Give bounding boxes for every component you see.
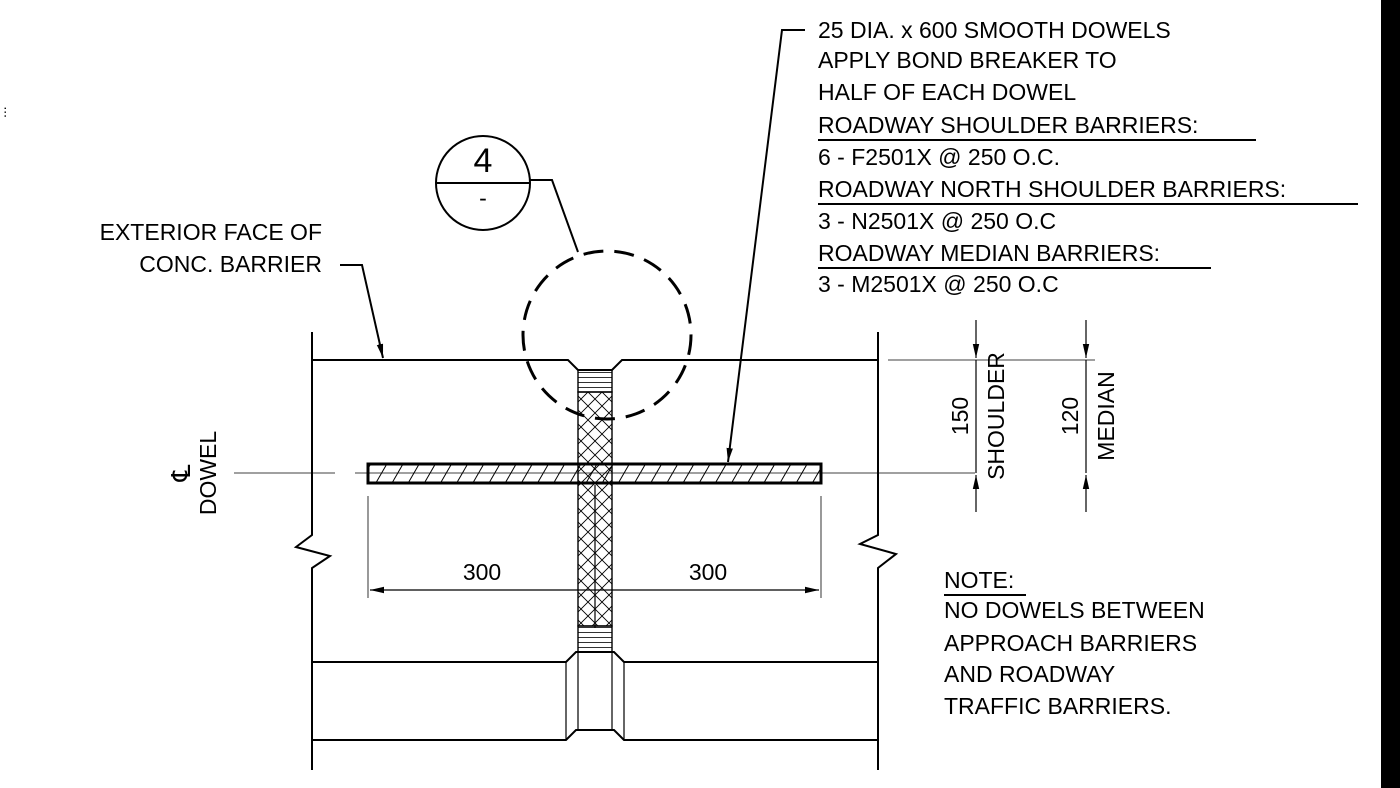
note-heading: NOTE: <box>944 567 1014 593</box>
callout-line-3: HALF OF EACH DOWEL <box>818 79 1076 105</box>
detail-dashed-circle <box>521 249 693 421</box>
shoulder-dim-label: SHOULDER <box>983 352 1009 480</box>
barrier-lower-face-line <box>312 651 878 663</box>
detail-sheet: - <box>479 185 487 211</box>
median-dim-value: 120 <box>1057 397 1083 435</box>
median-barriers-value: 3 - M2501X @ 250 O.C <box>818 271 1059 297</box>
dowel-centerline-label: ℄ DOWEL <box>166 431 221 516</box>
dowel-callout-leader <box>726 29 805 463</box>
note-line-3: AND ROADWAY <box>944 661 1115 687</box>
note-line-4: TRAFFIC BARRIERS. <box>944 693 1171 719</box>
shoulder-barriers-heading: ROADWAY SHOULDER BARRIERS: <box>818 112 1198 138</box>
joint-filler-bottom <box>577 625 613 653</box>
north-shoulder-heading: ROADWAY NORTH SHOULDER BARRIERS: <box>818 176 1286 202</box>
shoulder-dim-value: 150 <box>947 397 973 435</box>
barrier-right-break-line <box>857 332 899 770</box>
exterior-face-callout: EXTERIOR FACE OF CONC. BARRIER <box>100 219 384 359</box>
note-line-2: APPROACH BARRIERS <box>944 630 1197 656</box>
dim-left-value: 300 <box>463 559 501 585</box>
joint-filler-top <box>577 369 613 393</box>
callout-line-2: APPLY BOND BREAKER TO <box>818 47 1117 73</box>
dowel-bar <box>366 462 823 485</box>
callout-line-1: 25 DIA. x 600 SMOOTH DOWELS <box>818 17 1171 43</box>
barrier-plan <box>234 332 975 770</box>
dim-right-value: 300 <box>689 559 727 585</box>
shoulder-barriers-value: 6 - F2501X @ 250 O.C. <box>818 144 1060 170</box>
margin-mark: ... <box>0 106 9 118</box>
detail-number: 4 <box>474 142 493 180</box>
median-barriers-heading: ROADWAY MEDIAN BARRIERS: <box>818 240 1160 266</box>
north-shoulder-value: 3 - N2501X @ 250 O.C <box>818 208 1056 234</box>
detail-callout: 4 - <box>435 135 693 421</box>
exterior-face-line-2: CONC. BARRIER <box>139 251 322 277</box>
centerline-symbol: ℄ <box>166 464 196 482</box>
barrier-bottom-face-line <box>312 729 878 741</box>
vertical-dimensions: 150 SHOULDER 120 MEDIAN <box>888 320 1119 512</box>
centerline-label: DOWEL <box>195 431 221 516</box>
dowel-callout-text: 25 DIA. x 600 SMOOTH DOWELS APPLY BOND B… <box>818 17 1358 297</box>
horizontal-dimensions: 300 300 <box>367 496 822 598</box>
median-dim-label: MEDIAN <box>1093 371 1119 460</box>
exterior-face-line-1: EXTERIOR FACE OF <box>100 219 322 245</box>
sheet-border <box>1381 0 1400 788</box>
barrier-top-face-line <box>312 359 878 371</box>
note-block: NOTE: NO DOWELS BETWEEN APPROACH BARRIER… <box>944 567 1205 719</box>
detail-leader-line <box>530 179 579 253</box>
note-line-1: NO DOWELS BETWEEN <box>944 597 1205 623</box>
barrier-left-break-line <box>293 332 333 770</box>
